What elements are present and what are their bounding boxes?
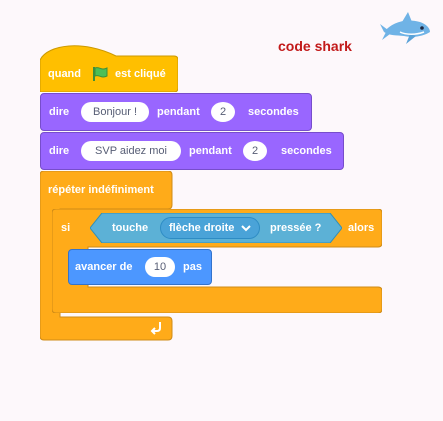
move-steps-input[interactable]: 10 bbox=[145, 257, 175, 277]
page-title: code shark bbox=[278, 38, 352, 54]
forever-block[interactable]: répéter indéfiniment si touche flèche dr… bbox=[40, 171, 382, 341]
condition-label-key: touche bbox=[112, 222, 149, 234]
forever-label: répéter indéfiniment bbox=[48, 184, 154, 196]
if-label: si bbox=[61, 222, 71, 234]
key-pressed-condition[interactable]: touche flèche droite pressée ? bbox=[90, 213, 342, 243]
say-label: dire bbox=[49, 145, 70, 157]
caret-down-icon bbox=[241, 225, 252, 232]
move-label: avancer de bbox=[75, 261, 133, 273]
when-flag-clicked-block[interactable]: quand est cliqué bbox=[40, 36, 178, 92]
move-steps-block[interactable]: avancer de 10 pas bbox=[68, 249, 212, 285]
if-block[interactable]: si touche flèche droite pressée ? alors bbox=[52, 209, 382, 313]
move-unit-label: pas bbox=[183, 261, 202, 273]
say-seconds-input-1[interactable]: 2 bbox=[211, 102, 235, 122]
key-dropdown-value: flèche droite bbox=[169, 222, 235, 234]
say-seconds-input-2[interactable]: 2 bbox=[243, 141, 267, 161]
key-dropdown[interactable]: flèche droite bbox=[160, 217, 261, 239]
say-for-label: pendant bbox=[189, 145, 232, 157]
say-message-input-2[interactable]: SVP aidez moi bbox=[81, 141, 181, 161]
loop-arrow-icon bbox=[150, 322, 161, 335]
condition-label-pressed: pressée ? bbox=[270, 222, 322, 234]
say-for-label: pendant bbox=[157, 106, 200, 118]
say-block-1[interactable]: dire Bonjour ! pendant 2 secondes bbox=[40, 93, 312, 131]
say-message-input-1[interactable]: Bonjour ! bbox=[81, 102, 149, 122]
say-block-2[interactable]: dire SVP aidez moi pendant 2 secondes bbox=[40, 132, 344, 170]
say-seconds-label: secondes bbox=[281, 145, 332, 157]
hat-label-clicked: est cliqué bbox=[115, 68, 166, 80]
shark-icon bbox=[380, 12, 430, 44]
green-flag-icon[interactable] bbox=[92, 66, 110, 82]
say-label: dire bbox=[49, 106, 70, 118]
if-then-label: alors bbox=[348, 222, 375, 234]
say-seconds-label: secondes bbox=[248, 106, 299, 118]
hat-label-when: quand bbox=[48, 68, 81, 80]
